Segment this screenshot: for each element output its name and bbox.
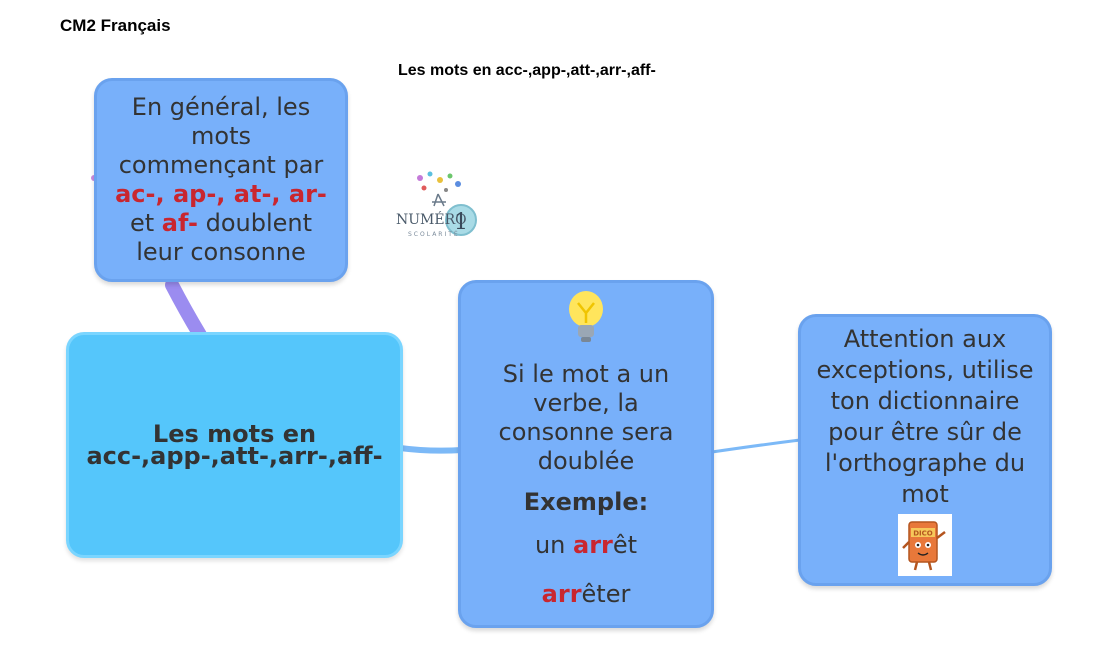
exceptions-line-4: pour être sûr de [828, 418, 1022, 446]
dico-label: DICO [913, 530, 933, 538]
logo-subtext: SCOLARITÉ [408, 230, 460, 238]
rule-line-5: et af- doublent [130, 209, 312, 238]
example-1-end: êt [612, 531, 638, 559]
numero1-logo: NUMÉRO 1 SCOLARITÉ [394, 166, 478, 246]
example-2-end: êter [581, 580, 631, 608]
rule-line-2: mots [191, 122, 251, 150]
example-1: un arrêt [535, 531, 637, 560]
example-1-start: un [534, 531, 573, 559]
exceptions-line-3: ton dictionnaire [830, 387, 1020, 415]
rule-line-5-end: doublent [197, 209, 313, 237]
logo-text: NUMÉRO [396, 210, 467, 228]
example-2: arrêter [542, 580, 631, 609]
rule-node[interactable]: En général, les mots commençant par ac-,… [94, 78, 348, 282]
logo-numeral: 1 [454, 210, 468, 235]
lightbulb-icon [564, 289, 608, 352]
connector-central-to-rule [165, 278, 207, 342]
exceptions-line-5: l'orthographe du [824, 449, 1026, 477]
exceptions-node[interactable]: Attention aux exceptions, utilise ton di… [798, 314, 1052, 586]
exceptions-line-1: Attention aux [843, 325, 1007, 353]
verb-line-3: consonne sera [498, 418, 674, 446]
central-node[interactable]: Les mots en acc-,app-,att-,arr-,aff- [66, 332, 403, 558]
dictionary-icon: DICO [898, 514, 952, 576]
rule-prefixes: ac-, ap-, at-, ar- [115, 180, 327, 208]
exceptions-line-2: exceptions, utilise [816, 356, 1034, 384]
exceptions-line-6: mot [901, 480, 949, 508]
rule-prefix-af: af- [161, 209, 198, 237]
verb-node[interactable]: Si le mot a un verbe, la consonne sera d… [458, 280, 714, 628]
verb-line-2: verbe, la [533, 389, 639, 417]
example-label: Exemple: [523, 488, 649, 516]
document-title: Les mots en acc-,app-,att-,arr-,aff- [398, 62, 656, 79]
central-line-2: acc-,app-,att-,arr-,aff- [86, 442, 383, 470]
rule-line-6: leur consonne [136, 238, 306, 266]
connector-central-to-verb [399, 445, 463, 454]
connector-verb-to-exceptions [711, 438, 801, 454]
central-line-1: Les mots en [152, 420, 317, 448]
verb-line-1: Si le mot a un [502, 360, 670, 388]
rule-line-3: commençant par [118, 151, 324, 179]
example-1-prefix: arr [573, 531, 613, 559]
rule-line-5-start: et [129, 209, 162, 237]
example-2-prefix: arr [541, 580, 582, 608]
rule-line-1: En général, les [131, 93, 311, 121]
page-header: CM2 Français [60, 16, 171, 35]
verb-line-4: doublée [537, 447, 635, 475]
